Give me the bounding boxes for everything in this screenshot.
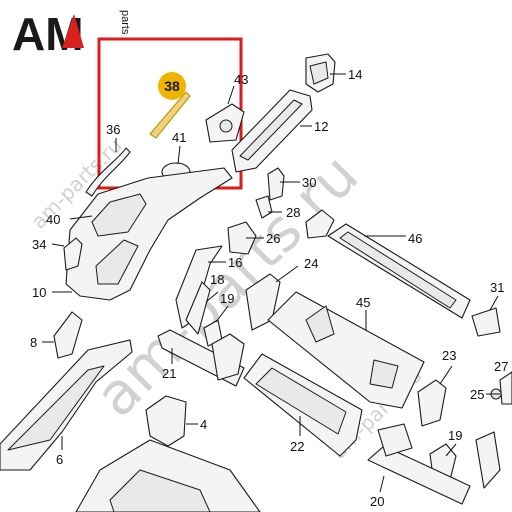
callout-38: 38 <box>164 78 180 94</box>
highlight-badge[interactable]: 38 <box>158 72 186 100</box>
leader-lines <box>42 73 500 493</box>
callout-45[interactable]: 45 <box>356 295 370 310</box>
part-8[interactable] <box>53 311 83 359</box>
part-38[interactable] <box>149 91 191 139</box>
callout-25[interactable]: 25 <box>470 387 484 402</box>
callout-40[interactable]: 40 <box>46 212 60 227</box>
callout-4[interactable]: 4 <box>200 417 207 432</box>
callout-46[interactable]: 46 <box>408 231 422 246</box>
callout-34[interactable]: 34 <box>32 237 46 252</box>
callout-30[interactable]: 30 <box>302 175 316 190</box>
part-20[interactable] <box>367 445 471 505</box>
callout-36[interactable]: 36 <box>106 122 120 137</box>
part-16[interactable] <box>175 245 223 329</box>
callout-22[interactable]: 22 <box>290 439 304 454</box>
part-34[interactable] <box>63 237 83 271</box>
callout-12[interactable]: 12 <box>314 119 328 134</box>
callout-14[interactable]: 14 <box>348 67 362 82</box>
part-27[interactable] <box>499 371 512 405</box>
callout-27[interactable]: 27 <box>494 359 508 374</box>
part-4[interactable] <box>145 395 187 447</box>
logo-accent-shape <box>62 14 84 48</box>
callout-28[interactable]: 28 <box>286 205 300 220</box>
callout-labels: 14 43 12 36 41 30 40 28 34 26 46 24 16 1… <box>30 67 508 509</box>
callout-26[interactable]: 26 <box>266 231 280 246</box>
callout-10[interactable]: 10 <box>32 285 46 300</box>
part-40[interactable] <box>91 193 147 237</box>
callout-23[interactable]: 23 <box>442 348 456 363</box>
callout-6[interactable]: 6 <box>56 452 63 467</box>
part-26[interactable] <box>227 221 257 255</box>
part-18[interactable] <box>185 281 211 335</box>
part-36[interactable] <box>85 147 131 197</box>
callout-19a[interactable]: 19 <box>220 291 234 306</box>
callout-21[interactable]: 21 <box>162 366 176 381</box>
callout-20[interactable]: 20 <box>370 494 384 509</box>
callout-18[interactable]: 18 <box>210 272 224 287</box>
callout-41[interactable]: 41 <box>172 130 186 145</box>
callout-19b[interactable]: 19 <box>448 428 462 443</box>
part-31[interactable] <box>471 307 501 337</box>
logo-side-text: parts <box>119 10 131 35</box>
highlight-badge-circle <box>158 72 186 100</box>
callout-43[interactable]: 43 <box>234 72 248 87</box>
callout-16[interactable]: 16 <box>228 255 242 270</box>
logo: AM parts <box>12 8 131 60</box>
part-30[interactable] <box>267 167 285 201</box>
callout-31[interactable]: 31 <box>490 280 504 295</box>
callout-24[interactable]: 24 <box>304 256 318 271</box>
callout-8[interactable]: 8 <box>30 335 37 350</box>
part-23[interactable] <box>417 379 447 427</box>
